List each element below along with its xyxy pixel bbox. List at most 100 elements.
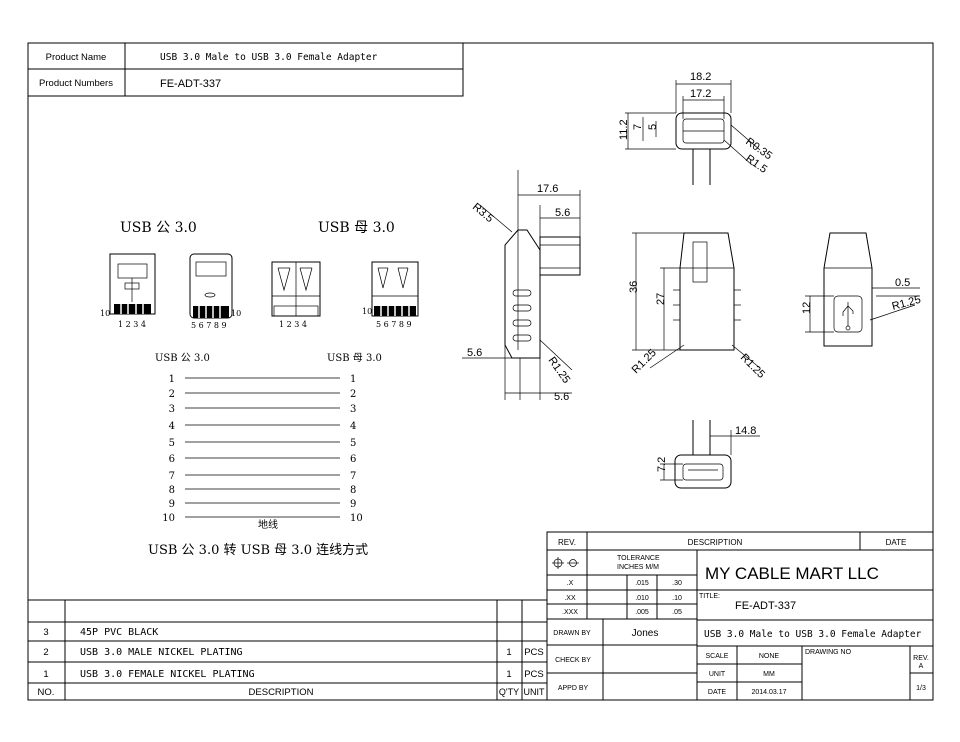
male-a-pin-10: 10 (100, 309, 110, 318)
wire-right-pin: 9 (350, 499, 356, 510)
female-connector-title: USB 母 3.0 (318, 220, 395, 236)
tolerance-place: .XX (564, 595, 576, 602)
tb-rev-value: A (919, 663, 924, 670)
male-a-pin-numbers: 1 2 3 4 (118, 320, 146, 329)
product-header-table: Product Name USB 3.0 Male to USB 3.0 Fem… (27, 42, 464, 97)
tb-scale-value: NONE (759, 653, 780, 660)
tb-title-value: FE-ADT-337 (735, 600, 796, 612)
tolerance-mm: .30 (672, 580, 682, 587)
bom-row-qty: 1 (506, 669, 511, 680)
tb-unit-value: MM (763, 671, 775, 678)
tb-date-value: 2014.03.17 (751, 689, 786, 696)
dim-bottom-width: 14.8 (735, 425, 756, 437)
dim-top-height-mid: 7 (632, 124, 644, 130)
tb-scale-label: SCALE (706, 653, 729, 660)
tb-drawn-by-value: Jones (632, 628, 659, 639)
bom-header-unit: UNIT (524, 687, 545, 697)
dim-front-r-right: R1.25 (738, 352, 767, 381)
tb-appd-by-label: APPD BY (558, 685, 589, 692)
bom-row-no: 3 (43, 627, 48, 638)
dim-front-r-left: R1.25 (630, 347, 659, 376)
top-view-drawing: 18.2 17.2 11.2 7 5 R0.35 R1.5 (618, 71, 774, 185)
bom-header-qty: Q'TY (499, 687, 519, 697)
bottom-view-drawing: 14.8 7.2 (656, 420, 760, 489)
sheet-border (27, 42, 934, 701)
title-block: REV. DESCRIPTION DATE TOLERANCE INCHES M… (546, 531, 934, 701)
wire-left-pin: 7 (169, 471, 175, 482)
male-b-pin-numbers: 5 6 7 8 9 (191, 321, 227, 330)
dim-end-r: R1.25 (891, 294, 922, 313)
product-numbers-label: Product Numbers (39, 78, 113, 89)
bom-row-unit: PCS (524, 669, 544, 680)
tolerance-mm: .05 (672, 609, 682, 616)
bom-row-qty: 1 (506, 647, 511, 658)
tolerance-place: .X (567, 580, 574, 587)
wire-left-pin: 4 (169, 421, 175, 432)
product-name-value: USB 3.0 Male to USB 3.0 Female Adapter (160, 52, 378, 63)
wire-left-pin: 2 (169, 389, 175, 400)
tolerance-inches: .010 (635, 595, 649, 602)
product-name-label: Product Name (46, 52, 107, 63)
end-view-drawing: 0.5 R1.25 12 (801, 232, 922, 347)
bom-header-no: NO. (38, 687, 55, 698)
wire-left-pin: 9 (169, 499, 175, 510)
wire-right-pin: 6 (350, 454, 356, 465)
tb-drawn-by-label: DRAWN BY (553, 630, 591, 637)
wire-right-pin: 2 (350, 389, 356, 400)
bom-header-desc: DESCRIPTION (249, 687, 314, 698)
tolerance-mm: .10 (672, 595, 682, 602)
female-connector-face-b: 10 5 6 7 8 9 (362, 261, 419, 329)
wire-right-pin: 1 (350, 374, 356, 385)
female-b-pin-numbers: 5 6 7 8 9 (376, 320, 412, 329)
tolerance-place: .XXX (562, 609, 578, 616)
dim-top-width-outer: 18.2 (690, 71, 711, 83)
tb-sheet: 1/3 (916, 685, 926, 692)
female-connector-face-a: 1 2 3 4 (271, 261, 321, 329)
ground-label: 地线 (258, 518, 278, 531)
dim-end-gap: 0.5 (895, 277, 910, 289)
wire-left-pin: 1 (169, 374, 175, 385)
dim-front-height-total: 36 (628, 281, 640, 293)
tolerance-symbol-icon (552, 557, 579, 569)
male-connector-title: USB 公 3.0 (120, 220, 197, 236)
side-view-drawing: 17.6 5.6 R3.5 5.6 R1.25 5.6 (462, 170, 581, 403)
tb-drawing-no-label: DRAWING NO (805, 649, 852, 656)
tb-subtitle: USB 3.0 Male to USB 3.0 Female Adapter (704, 629, 922, 640)
wire-right-pin: 8 (350, 485, 356, 496)
dim-top-width-inner: 17.2 (690, 88, 711, 100)
male-connector-face-b: 5 6 7 8 9 10 (189, 253, 241, 330)
tb-title-label: TITLE: (699, 593, 720, 600)
tb-tolerance-label: TOLERANCE (617, 555, 660, 562)
tb-date-field-label: DATE (708, 689, 726, 696)
dim-side-bottom: 5.6 (554, 391, 569, 403)
bom-row-desc: USB 3.0 FEMALE NICKEL PLATING (80, 669, 255, 680)
female-a-pin-numbers: 1 2 3 4 (279, 320, 307, 329)
front-view-drawing: 36 27 R1.25 R1.25 (628, 232, 767, 381)
tolerance-inches: .005 (635, 609, 649, 616)
wire-left-pin: 3 (169, 404, 175, 415)
bom-row-desc: USB 3.0 MALE NICKEL PLATING (80, 647, 243, 658)
dim-side-r-bottom: R1.25 (546, 355, 573, 386)
product-numbers-value: FE-ADT-337 (160, 78, 221, 90)
wire-left-pin: 6 (169, 454, 175, 465)
bom-row-no: 1 (43, 669, 48, 680)
dim-side-r-top: R3.5 (470, 201, 496, 225)
company-name: MY CABLE MART LLC (705, 564, 879, 583)
wire-right-pin: 10 (350, 513, 363, 524)
wire-right-pin: 4 (350, 421, 356, 432)
dim-end-height: 12 (801, 302, 813, 314)
dim-bottom-height: 7.2 (656, 457, 668, 472)
tb-date-label: DATE (886, 538, 907, 547)
tb-unit-label: UNIT (709, 671, 726, 678)
wiring-left-title: USB 公 3.0 (155, 353, 210, 364)
wire-left-pin: 5 (169, 438, 175, 449)
wire-right-pin: 7 (350, 471, 356, 482)
tb-tolerance-units: INCHES M/M (617, 564, 659, 571)
dim-top-height-inner: 5 (647, 124, 659, 130)
wiring-caption: USB 公 3.0 转 USB 母 3.0 连线方式 (148, 542, 368, 558)
male-connector-face-a: 10 1 2 3 4 (100, 253, 156, 329)
dim-side-plug: 5.6 (555, 207, 570, 219)
dim-top-height-outer: 11.2 (618, 119, 630, 140)
